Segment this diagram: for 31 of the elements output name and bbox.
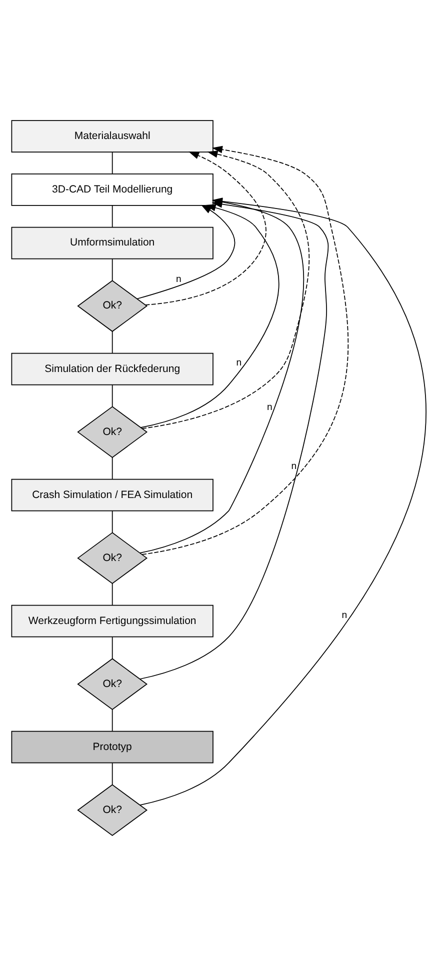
node-diamond: Ok? [77, 784, 148, 836]
arrow [142, 146, 349, 555]
connector [112, 762, 113, 785]
node-diamond: Ok? [77, 532, 148, 584]
node-box: Crash Simulation / FEA Simulation [11, 478, 214, 512]
node-box: Prototyp [11, 730, 214, 764]
connector [112, 583, 113, 606]
edge-label: n [176, 274, 182, 285]
connector [112, 152, 113, 174]
connector [112, 205, 113, 228]
arrow [145, 152, 266, 306]
edge-label: n [291, 461, 297, 472]
node-box: Materialauswahl [11, 120, 214, 152]
node-diamond: Ok? [77, 658, 148, 710]
connector [112, 636, 113, 659]
connector [112, 709, 113, 732]
node-box: Umformsimulation [11, 226, 214, 260]
node-diamond: Ok? [77, 280, 148, 332]
connector [112, 457, 113, 480]
node-box: Simulation der Rückfederung [11, 352, 214, 386]
connector [112, 331, 113, 354]
node-box: 3D-CAD Teil Modellierung [11, 173, 214, 206]
edge-label: n [267, 402, 272, 413]
connector [112, 258, 113, 281]
edge-label: n [236, 358, 242, 368]
connector [112, 384, 113, 407]
connector [112, 510, 113, 533]
arrow [142, 150, 310, 429]
node-diamond: Ok? [77, 406, 148, 458]
node-box: Werkzeugform Fertigungssimulation [11, 604, 214, 638]
edge-label: n [342, 610, 348, 622]
